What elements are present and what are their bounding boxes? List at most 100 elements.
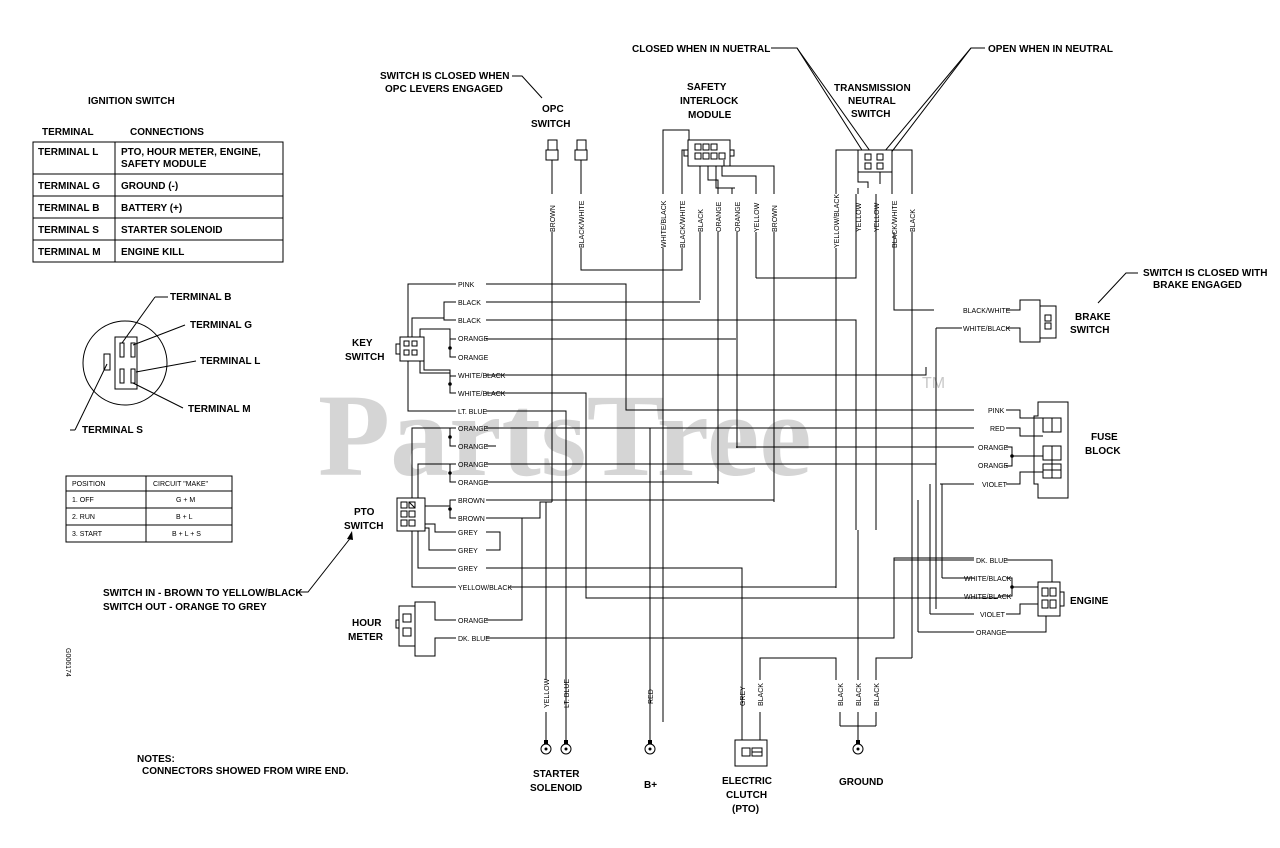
ring-terminals bbox=[540, 740, 864, 755]
brake-wires bbox=[935, 299, 1041, 464]
terminal-s-label: TERMINAL S bbox=[82, 425, 143, 436]
wire-label: ORANGE bbox=[458, 618, 489, 625]
top-wires bbox=[546, 129, 934, 722]
wire-label: BLACK bbox=[758, 683, 765, 706]
wire-label: WHITE/BLACK bbox=[964, 576, 1012, 583]
watermark-tm: TM bbox=[922, 375, 945, 392]
wire-label: BLACK bbox=[874, 683, 881, 706]
opc-switch-label2: SWITCH bbox=[531, 119, 570, 130]
bottom-wires bbox=[545, 411, 912, 740]
starter-solenoid-label2: SOLENOID bbox=[530, 783, 582, 794]
pto-switch-connector bbox=[396, 497, 426, 532]
col-circuit-header: CIRCUIT "MAKE" bbox=[153, 481, 209, 488]
opc-note-leader bbox=[512, 75, 543, 99]
pto-wire-labels: ORANGE ORANGE ORANGE ORANGE BROWN BROWN … bbox=[458, 426, 512, 592]
bottom-wire-labels: YELLOW LT. BLUE RED GREY BLACK BLACK BLA… bbox=[544, 678, 881, 708]
wire-label: WHITE/BLACK bbox=[964, 594, 1012, 601]
clutch-label3: (PTO) bbox=[732, 804, 759, 815]
connection-cell: STARTER SOLENOID bbox=[121, 225, 222, 236]
pto-note-leader bbox=[298, 535, 353, 593]
position-cell: 3. START bbox=[72, 531, 103, 538]
wire-label: ORANGE bbox=[978, 463, 1009, 470]
key-switch-label2: SWITCH bbox=[345, 352, 384, 363]
ignition-switch-title: IGNITION SWITCH bbox=[88, 96, 175, 107]
wire-label: BLACK bbox=[838, 683, 845, 706]
terminal-cell: TERMINAL B bbox=[38, 203, 99, 214]
col-terminal-header: TERMINAL bbox=[42, 127, 94, 138]
closed-neutral-note: CLOSED WHEN IN NUETRAL bbox=[632, 44, 770, 55]
wire-label: RED bbox=[990, 426, 1005, 433]
wire-label: VIOLET bbox=[980, 612, 1006, 619]
wire-label: PINK bbox=[458, 282, 475, 289]
wire-label: VIOLET bbox=[982, 482, 1008, 489]
open-neutral-note: OPEN WHEN IN NEUTRAL bbox=[988, 44, 1113, 55]
circuit-cell: B + L + S bbox=[172, 531, 201, 538]
wire-label: WHITE/BLACK bbox=[458, 373, 506, 380]
wire-label: ORANGE bbox=[458, 480, 489, 487]
hour-meter-connector bbox=[395, 605, 416, 647]
terminal-cell: TERMINAL S bbox=[38, 225, 99, 236]
wire-label: ORANGE bbox=[458, 444, 489, 451]
clutch-connector bbox=[734, 739, 768, 767]
key-switch-connector bbox=[395, 336, 425, 362]
wire-label: BLACK/WHITE bbox=[963, 308, 1011, 315]
notes-title: NOTES: bbox=[137, 754, 175, 765]
wire-label: BLACK bbox=[698, 209, 705, 232]
key-switch-label: KEY bbox=[352, 338, 373, 349]
connection-cell: SAFETY MODULE bbox=[121, 159, 207, 170]
wire-label: ORANGE bbox=[458, 426, 489, 433]
wire-label: LT. BLUE bbox=[564, 679, 571, 708]
opc-note-line1: SWITCH IS CLOSED WHEN bbox=[380, 71, 509, 82]
wire-label: BLACK/WHITE bbox=[680, 200, 687, 248]
engine-wires bbox=[894, 484, 1053, 633]
brake-note-leader bbox=[1097, 272, 1138, 304]
wire-label: BLACK bbox=[458, 300, 481, 307]
hour-meter-label: HOUR bbox=[352, 618, 382, 629]
position-cell: 2. RUN bbox=[72, 514, 95, 521]
neutral-note-leaders bbox=[771, 47, 985, 159]
trans-switch-label3: SWITCH bbox=[851, 109, 890, 120]
wire-label: LT. BLUE bbox=[458, 409, 487, 416]
position-cell: 1. OFF bbox=[72, 497, 94, 504]
b-plus-label: B+ bbox=[644, 780, 657, 791]
wire-label: BLACK bbox=[458, 318, 481, 325]
pto-switch-label: PTO bbox=[354, 507, 375, 518]
fuse-block-label2: BLOCK bbox=[1085, 446, 1121, 457]
ignition-table bbox=[32, 141, 284, 263]
trans-switch-label: TRANSMISSION bbox=[834, 83, 911, 94]
clutch-label: ELECTRIC bbox=[722, 776, 772, 787]
wire-label: GREY bbox=[740, 686, 747, 706]
hour-meter-label2: METER bbox=[348, 632, 384, 643]
wire-label: ORANGE bbox=[716, 201, 723, 232]
notes-text: CONNECTORS SHOWED FROM WIRE END. bbox=[142, 766, 349, 777]
wire-label: GREY bbox=[458, 530, 478, 537]
wire-label: BLACK bbox=[910, 209, 917, 232]
pto-switch-label2: SWITCH bbox=[344, 521, 383, 532]
engine-connector bbox=[1037, 581, 1065, 617]
wire-label: PINK bbox=[988, 408, 1005, 415]
fuse-block-label: FUSE bbox=[1091, 432, 1118, 443]
wire-label: YELLOW bbox=[874, 202, 881, 232]
wire-label: ORANGE bbox=[978, 445, 1009, 452]
pto-note-line1: SWITCH IN - BROWN TO YELLOW/BLACK bbox=[103, 588, 303, 599]
brake-note-line2: BRAKE ENGAGED bbox=[1153, 280, 1242, 291]
connection-cell: GROUND (-) bbox=[121, 181, 178, 192]
wire-label: BLACK bbox=[856, 683, 863, 706]
wire-label: YELLOW/BLACK bbox=[834, 194, 841, 248]
trans-switch-connector bbox=[857, 149, 893, 173]
wire-label: BROWN bbox=[772, 205, 779, 232]
terminal-l-label: TERMINAL L bbox=[200, 356, 260, 367]
starter-solenoid-label: STARTER bbox=[533, 769, 580, 780]
wire-label: DK. BLUE bbox=[976, 558, 1008, 565]
wire-label: YELLOW/BLACK bbox=[458, 585, 512, 592]
wire-label: DK. BLUE bbox=[458, 636, 490, 643]
ignition-switch-drawing bbox=[70, 296, 197, 431]
wire-label: YELLOW bbox=[544, 678, 551, 708]
engine-wire-labels: DK. BLUE WHITE/BLACK WHITE/BLACK VIOLET … bbox=[964, 558, 1012, 637]
wire-label: ORANGE bbox=[458, 336, 489, 343]
pto-note-line2: SWITCH OUT - ORANGE TO GREY bbox=[103, 602, 267, 613]
opc-switch-label: OPC bbox=[542, 104, 564, 115]
trans-switch-label2: NEUTRAL bbox=[848, 96, 896, 107]
brake-switch-connector bbox=[1039, 305, 1057, 339]
connection-cell: ENGINE KILL bbox=[121, 247, 184, 258]
